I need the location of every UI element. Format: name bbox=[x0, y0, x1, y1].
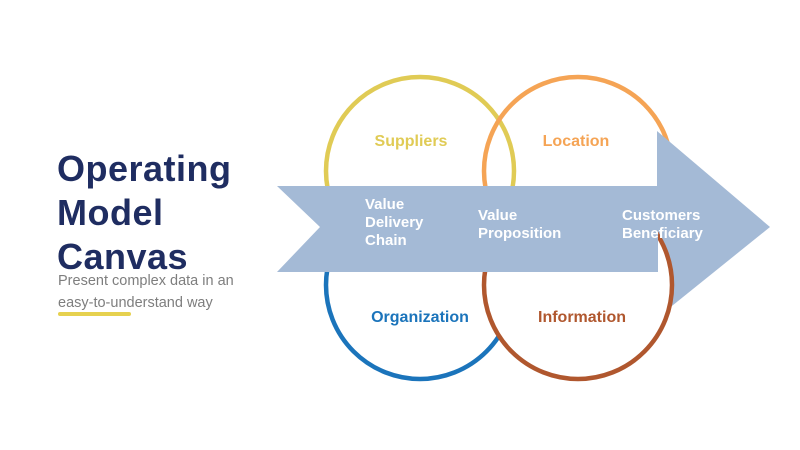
arrow-step-value-delivery-chain: Value Delivery Chain bbox=[365, 196, 424, 249]
accent-divider bbox=[58, 312, 131, 316]
location-label: Location bbox=[542, 133, 610, 150]
arrow-step-value-proposition: Value Proposition bbox=[478, 207, 562, 242]
slide-title: Operating Model Canvas bbox=[57, 148, 232, 277]
arrow-step-customers-beneficiary: Customers Beneficiary bbox=[622, 207, 703, 242]
arrow-head bbox=[657, 131, 770, 318]
slide-subtitle: Present complex data in an easy-to-under… bbox=[58, 273, 234, 311]
information-label: Information bbox=[538, 309, 626, 326]
arrow-band bbox=[277, 186, 658, 272]
organization-label: Organization bbox=[371, 309, 469, 326]
suppliers-label: Suppliers bbox=[374, 133, 448, 150]
